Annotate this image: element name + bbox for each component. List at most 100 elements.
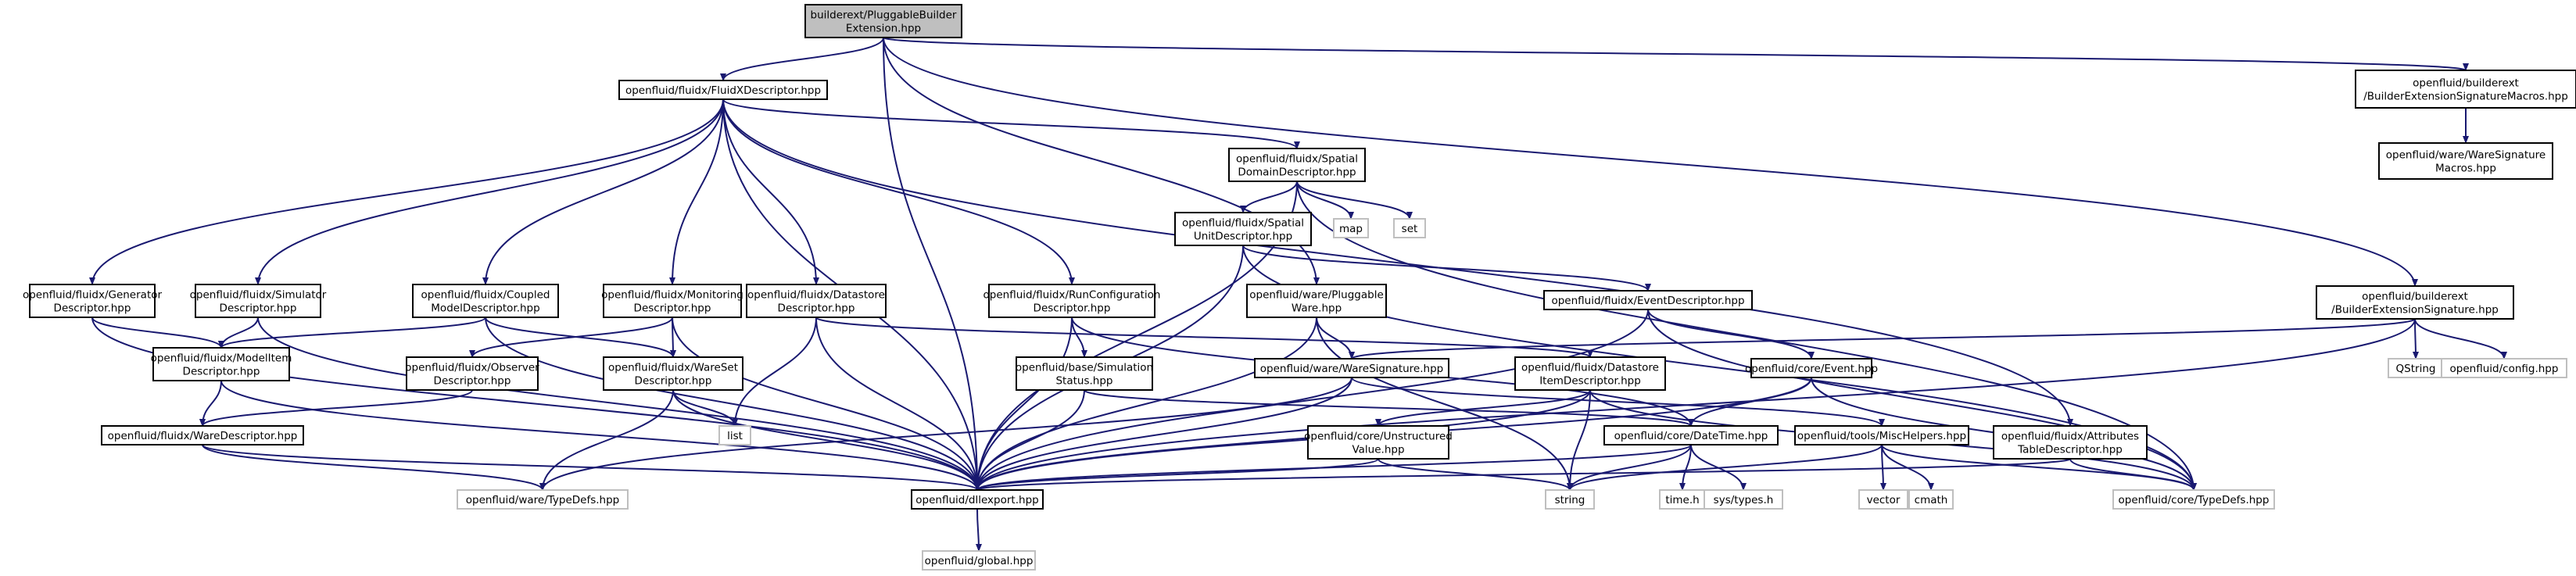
- node-label: Status.hpp: [1055, 375, 1112, 388]
- node-eventdesc[interactable]: openfluid/fluidx/EventDescriptor.hpp: [1543, 290, 1753, 310]
- node-label: openfluid/fluidx/Spatial: [1236, 153, 1358, 166]
- node-label: ModelDescriptor.hpp: [431, 302, 539, 315]
- node-box: [2388, 358, 2444, 378]
- edge-mischelpers-to-vector: [1879, 444, 1886, 491]
- node-box: [1246, 284, 1387, 318]
- edge-root-to-sigmacros: [883, 37, 2469, 71]
- edge-attrtable-to-coretypedefs: [2069, 458, 2197, 491]
- node-label: Value.hpp: [1352, 444, 1404, 456]
- node-box: [1514, 356, 1666, 391]
- node-label: Extension.hpp: [846, 23, 921, 35]
- edge-root-to-fluidxdesc: [720, 37, 884, 81]
- node-fluidxdesc[interactable]: openfluid/fluidx/FluidXDescriptor.hpp: [618, 80, 828, 100]
- node-box: [922, 550, 1036, 571]
- node-label: builderext/PluggableBuilder: [811, 9, 957, 22]
- node-box: [1016, 356, 1153, 391]
- node-label: openfluid/fluidx/Attributes: [2001, 431, 2139, 443]
- edge-monitoring-to-dllexport: [672, 317, 980, 491]
- node-label: set: [1402, 223, 1418, 235]
- node-list: list: [718, 425, 751, 445]
- node-label: openfluid/fluidx/Simulator: [190, 289, 327, 302]
- node-box: [911, 489, 1044, 510]
- edge-fluidxdesc-to-attrtable: [722, 98, 2073, 427]
- node-box: [1794, 425, 1969, 445]
- edge-simstatus-to-datetime: [1084, 389, 1694, 427]
- node-cmath: cmath: [1908, 489, 1954, 510]
- node-sigmacros[interactable]: openfluid/builderext/BuilderExtensionSig…: [2355, 70, 2576, 109]
- node-vector: vector: [1858, 489, 1908, 510]
- edge-fluidxdesc-to-generator: [89, 98, 724, 285]
- node-label: Descriptor.hpp: [778, 302, 855, 315]
- node-box: [2378, 142, 2553, 180]
- node-coupled[interactable]: openfluid/fluidx/CoupledModelDescriptor.…: [412, 284, 559, 318]
- edge-generator-to-dllexport: [91, 317, 980, 491]
- edge-buildersig-to-waresig: [1349, 318, 2416, 360]
- node-label: openfluid/builderext: [2362, 291, 2468, 303]
- node-label: /BuilderExtensionSignature.hpp: [2331, 304, 2499, 317]
- edge-simstatus-to-dllexport: [974, 389, 1085, 491]
- node-spatialunit[interactable]: openfluid/fluidx/SpatialUnitDescriptor.h…: [1174, 212, 1312, 246]
- node-box: [1393, 218, 1426, 238]
- node-label: openfluid/fluidx/RunConfiguration: [983, 289, 1161, 302]
- node-dllexport[interactable]: openfluid/dllexport.hpp: [911, 489, 1044, 510]
- node-event[interactable]: openfluid/core/Event.hpp: [1745, 358, 1878, 378]
- node-box: [1543, 290, 1753, 310]
- node-label: openfluid/core/Event.hpp: [1745, 363, 1878, 375]
- node-buildersig[interactable]: openfluid/builderext/BuilderExtensionSig…: [2316, 285, 2514, 320]
- node-waresig[interactable]: openfluid/ware/WareSignature.hpp: [1254, 358, 1449, 378]
- node-label: openfluid/ware/Pluggable: [1249, 289, 1384, 302]
- node-monitoring[interactable]: openfluid/fluidx/MonitoringDescriptor.hp…: [601, 284, 743, 318]
- node-label: openfluid/fluidx/Observer: [405, 362, 539, 374]
- node-box: [603, 356, 743, 391]
- node-attrtable[interactable]: openfluid/fluidx/AttributesTableDescript…: [1993, 425, 2148, 460]
- node-spatialdomain[interactable]: openfluid/fluidx/SpatialDomainDescriptor…: [1228, 148, 1366, 182]
- node-coretypedefs: openfluid/core/TypeDefs.hpp: [2112, 489, 2275, 510]
- edge-coupled-to-dllexport: [485, 317, 980, 491]
- node-label: openfluid/ware/TypeDefs.hpp: [466, 494, 620, 506]
- node-label: openfluid/ware/WareSignature: [2386, 149, 2546, 162]
- node-box: [2112, 489, 2275, 510]
- node-box: [152, 347, 290, 381]
- edge-spatialdomain-to-set: [1296, 181, 1413, 220]
- edge-fluidxdesc-to-monitoring: [669, 98, 724, 285]
- node-label: openfluid/fluidx/ModelItem: [151, 352, 292, 365]
- node-label: Descriptor.hpp: [54, 302, 131, 315]
- edge-wareset-to-waretypedefs: [539, 389, 674, 491]
- node-waredesc[interactable]: openfluid/fluidx/WareDescriptor.hpp: [101, 425, 304, 445]
- edge-datetime-to-dllexport: [974, 444, 1692, 491]
- node-box: [1545, 489, 1595, 510]
- node-label: openfluid/fluidx/WareSet: [608, 362, 738, 374]
- node-label: map: [1339, 223, 1363, 235]
- edge-datastore-to-dsitem: [815, 317, 1593, 358]
- edge-waresig-to-mischelpers: [1351, 377, 1885, 427]
- node-label: openfluid/fluidx/Coupled: [421, 289, 550, 302]
- node-layer: builderext/PluggableBuilderExtension.hpp…: [23, 4, 2576, 571]
- node-label: openfluid/core/TypeDefs.hpp: [2119, 494, 2270, 506]
- edge-datastore-to-dllexport: [815, 317, 980, 491]
- node-box: [1603, 425, 1779, 445]
- edge-buildersig-to-config: [2414, 318, 2507, 360]
- node-label: openfluid/core/DateTime.hpp: [1614, 430, 1768, 442]
- edge-waresig-to-waretypedefs: [539, 377, 1352, 491]
- node-dsitem[interactable]: openfluid/fluidx/DatastoreItemDescriptor…: [1514, 356, 1666, 391]
- node-box: [804, 4, 962, 38]
- node-runconfig[interactable]: openfluid/fluidx/RunConfigurationDescrip…: [983, 284, 1161, 318]
- edge-buildersig-to-dllexport: [974, 318, 2416, 491]
- node-mischelpers[interactable]: openfluid/tools/MiscHelpers.hpp: [1794, 425, 1969, 445]
- node-datetime[interactable]: openfluid/core/DateTime.hpp: [1603, 425, 1779, 445]
- edge-dsitem-to-unstructured: [1375, 389, 1591, 427]
- node-box: [988, 284, 1155, 318]
- node-label: Descriptor.hpp: [1034, 302, 1111, 315]
